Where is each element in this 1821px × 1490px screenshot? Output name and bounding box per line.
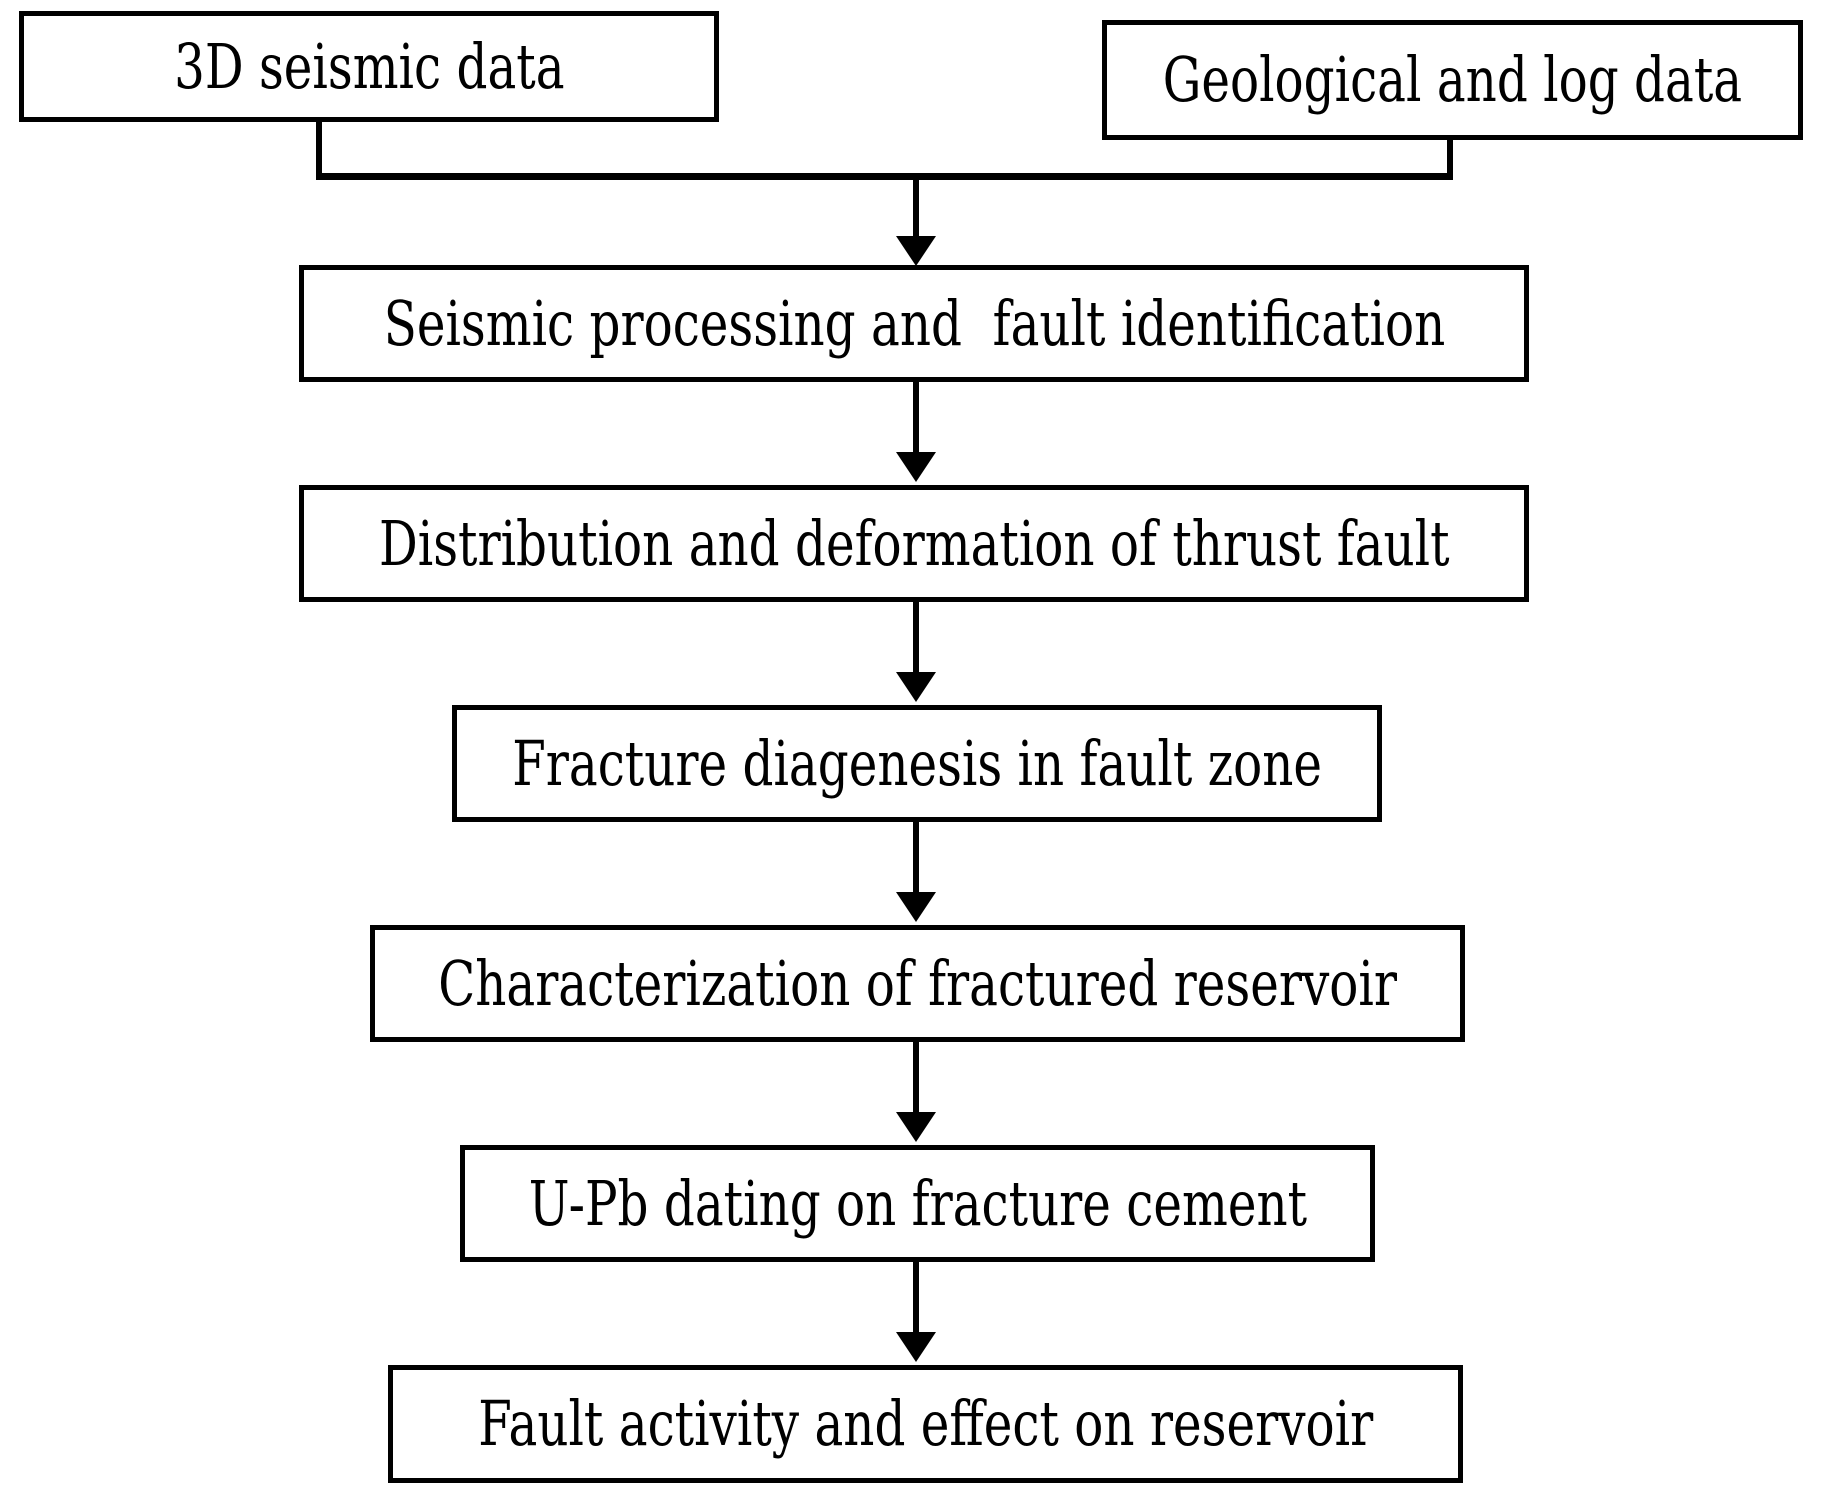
node-label: Fracture diagenesis in fault zone bbox=[512, 726, 1322, 800]
arrow-shaft-to-upb-dating bbox=[913, 1040, 919, 1112]
node-characterization-of-fractured-reservoir[interactable]: Characterization of fractured reservoir bbox=[370, 925, 1465, 1042]
node-label: Characterization of fractured reservoir bbox=[438, 946, 1397, 1020]
node-label: 3D seismic data bbox=[173, 29, 565, 103]
arrow-head-icon-to-upb-dating bbox=[896, 1112, 936, 1142]
node-label: Seismic processing and fault identificat… bbox=[383, 286, 1445, 360]
node-distribution-and-deformation-of-thrust-fault[interactable]: Distribution and deformation of thrust f… bbox=[299, 485, 1529, 602]
arrow-head-icon-to-fault-distribution bbox=[896, 452, 936, 482]
node-fracture-diagenesis-in-fault-zone[interactable]: Fracture diagenesis in fault zone bbox=[452, 705, 1382, 822]
arrow-head-icon-to-reservoir-characterization bbox=[896, 892, 936, 922]
node-label: Fault activity and effect on reservoir bbox=[477, 1387, 1374, 1460]
arrow-shaft-to-fault-activity bbox=[913, 1260, 919, 1332]
connector-stem-3d-seismic-data bbox=[316, 118, 322, 176]
node-seismic-processing-and-fault-identification[interactable]: Seismic processing and fault identificat… bbox=[299, 265, 1529, 382]
arrow-shaft-to-fracture-diagenesis bbox=[913, 600, 919, 672]
arrow-shaft-to-seismic-processing bbox=[913, 176, 919, 240]
connector-stem-geological-and-log-data bbox=[1447, 136, 1453, 176]
node-3d-seismic-data[interactable]: 3D seismic data bbox=[19, 11, 719, 122]
node-fault-activity-and-effect-on-reservoir[interactable]: Fault activity and effect on reservoir bbox=[388, 1365, 1463, 1483]
node-label: Geological and log data bbox=[1162, 43, 1743, 116]
arrow-shaft-to-reservoir-characterization bbox=[913, 820, 919, 892]
node-label: Distribution and deformation of thrust f… bbox=[378, 506, 1450, 580]
arrow-head-icon-to-seismic-processing bbox=[896, 236, 936, 266]
node-label: U-Pb dating on fracture cement bbox=[528, 1166, 1307, 1240]
connector-merge-bar bbox=[316, 173, 1453, 180]
node-geological-and-log-data[interactable]: Geological and log data bbox=[1102, 20, 1803, 140]
node-u-pb-dating-on-fracture-cement[interactable]: U-Pb dating on fracture cement bbox=[460, 1145, 1375, 1262]
arrow-shaft-to-fault-distribution bbox=[913, 380, 919, 452]
arrow-head-icon-to-fault-activity bbox=[896, 1332, 936, 1362]
arrow-head-icon-to-fracture-diagenesis bbox=[896, 672, 936, 702]
